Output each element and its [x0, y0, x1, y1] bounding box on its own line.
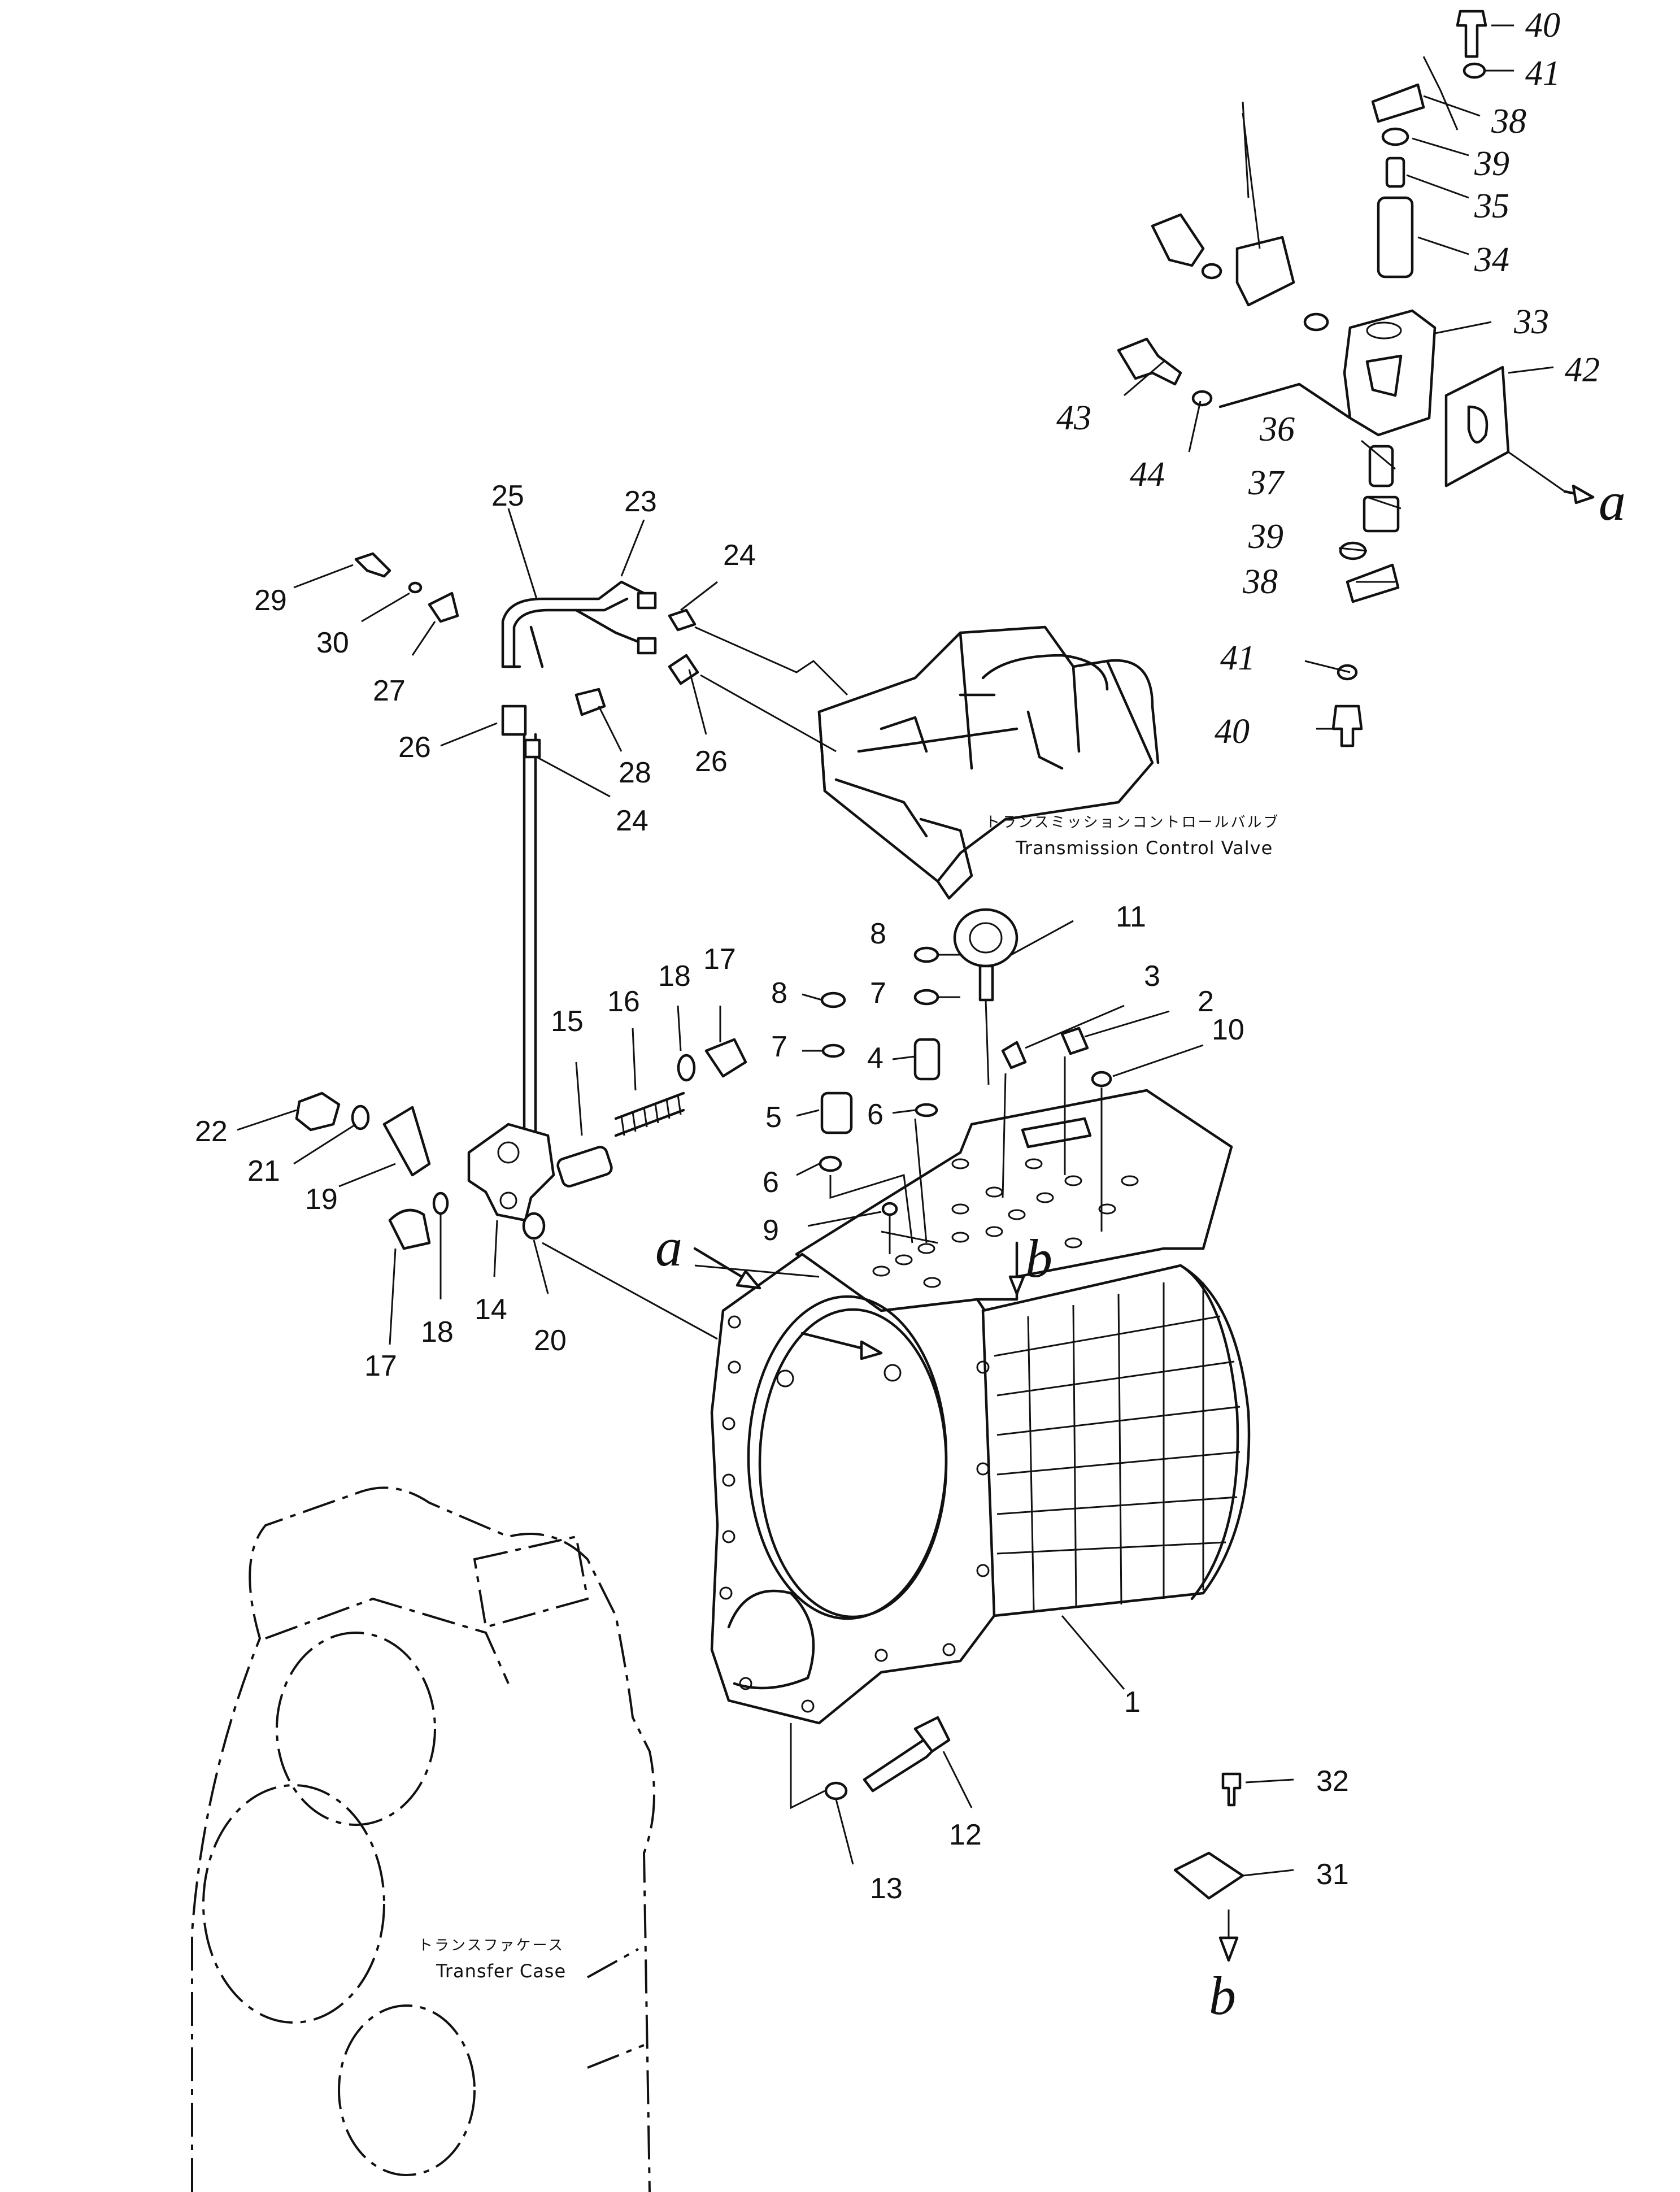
callout-39b: 39	[1248, 517, 1283, 556]
callout-17a: 17	[703, 943, 736, 976]
junction-block-14	[467, 1123, 555, 1222]
callout-40b: 40	[1215, 712, 1250, 751]
gasket-42	[1444, 366, 1510, 488]
callout-35: 35	[1474, 187, 1509, 225]
callout-10: 10	[1212, 1014, 1244, 1046]
callout-37: 37	[1248, 464, 1285, 502]
callout-22: 22	[195, 1115, 228, 1148]
callout-7a: 7	[870, 977, 886, 1010]
transfer-case-caption-jp: トランスファケース	[418, 1937, 564, 1954]
callout-32: 32	[1316, 1765, 1349, 1798]
callout-12: 12	[949, 1819, 982, 1851]
callout-21: 21	[247, 1155, 280, 1188]
callout-38b: 38	[1242, 563, 1278, 601]
callout-24a: 24	[723, 539, 756, 572]
callout-41b: 41	[1220, 639, 1255, 677]
callout-14: 14	[475, 1293, 507, 1326]
transfer-case-outline	[191, 1486, 655, 2192]
callout-25: 25	[491, 480, 524, 512]
callout-18a: 18	[658, 960, 691, 993]
callout-11: 11	[1116, 901, 1146, 933]
callout-16: 16	[607, 985, 640, 1018]
callout-44: 44	[1130, 455, 1165, 494]
callout-3: 3	[1144, 960, 1160, 993]
callout-18b: 18	[421, 1316, 454, 1349]
callout-30: 30	[316, 627, 349, 659]
reference-arrows	[693, 484, 1595, 1962]
callout-20: 20	[534, 1324, 567, 1357]
callout-33: 33	[1513, 303, 1549, 341]
callout-42: 42	[1565, 351, 1600, 389]
callout-7b: 7	[771, 1030, 787, 1063]
transfer-case-caption-en: Transfer Case	[436, 1960, 566, 1982]
callout-24b: 24	[616, 804, 649, 837]
callout-8a: 8	[870, 917, 886, 950]
callout-34: 34	[1474, 241, 1509, 279]
callout-5: 5	[765, 1101, 782, 1134]
callout-6b: 6	[763, 1166, 779, 1199]
pipe-assembly	[501, 580, 657, 1149]
callout-labels: 1 2 3 4 5 6 6 7 7 8 8 9 10 11 12 13 14 1…	[195, 6, 1600, 1905]
callout-19: 19	[305, 1183, 338, 1216]
callout-26a: 26	[695, 745, 728, 778]
callout-15: 15	[551, 1005, 584, 1038]
ref-a-valve: a	[1599, 471, 1626, 532]
callout-6a: 6	[867, 1098, 883, 1131]
callout-43: 43	[1056, 399, 1091, 437]
reference-letters: a a b b	[655, 471, 1626, 2026]
callout-2: 2	[1198, 985, 1214, 1018]
callout-23: 23	[624, 485, 657, 518]
callout-4: 4	[867, 1042, 883, 1075]
transmission-control-valve	[817, 625, 1160, 900]
callout-17b: 17	[364, 1350, 397, 1382]
callout-8b: 8	[771, 977, 787, 1010]
ref-b-cover: b	[1209, 1965, 1236, 2026]
callout-40a: 40	[1525, 6, 1560, 45]
transmission-case	[710, 1089, 1251, 1725]
callout-9: 9	[763, 1214, 779, 1247]
small-parts	[295, 10, 1487, 1900]
callout-36: 36	[1259, 410, 1295, 449]
callout-41a: 41	[1525, 54, 1560, 93]
callout-26b: 26	[398, 731, 431, 764]
callout-1: 1	[1124, 1686, 1141, 1719]
ref-b-case: b	[1025, 1228, 1052, 1289]
callout-27: 27	[373, 675, 406, 707]
callout-31: 31	[1316, 1858, 1349, 1891]
callout-29: 29	[254, 584, 287, 617]
callout-39a: 39	[1474, 145, 1509, 183]
control-valve-caption-en: Transmission Control Valve	[1015, 837, 1273, 859]
control-valve-caption-jp: トランスミッションコントロールバルブ	[985, 814, 1279, 831]
ref-a-case: a	[655, 1217, 682, 1277]
callout-13: 13	[870, 1872, 903, 1905]
callout-38a: 38	[1491, 102, 1526, 141]
valve-housing-33	[1343, 309, 1437, 437]
callout-28: 28	[619, 756, 651, 789]
